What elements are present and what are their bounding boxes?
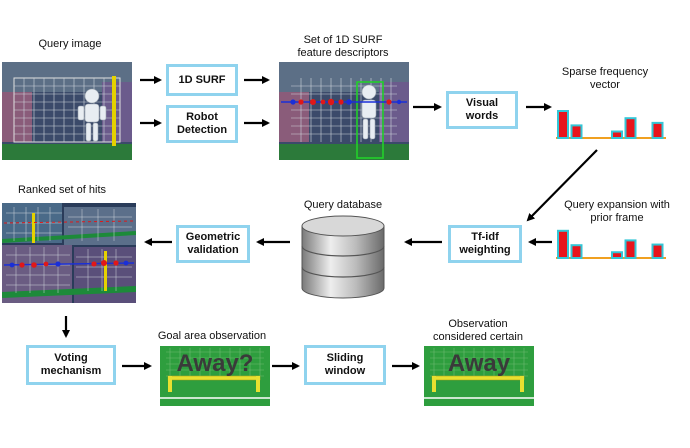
- histogram-bar: [651, 243, 664, 259]
- goal-area-observation-image: Away?: [160, 346, 270, 406]
- query-image-label: Query image: [38, 38, 102, 50]
- query-image-photo: [2, 62, 132, 160]
- histogram-bar: [624, 117, 637, 139]
- descriptors-label-line1: Set of 1D SURF: [303, 34, 383, 46]
- histogram-bar: [651, 121, 664, 139]
- visual-words-box: Visual words: [446, 91, 518, 129]
- robot-detection-box: Robot Detection: [166, 105, 238, 143]
- descriptors-label-line2: feature descriptors: [297, 47, 389, 59]
- certain-observation-image: Away: [424, 346, 534, 406]
- histogram-bar: [557, 110, 569, 139]
- geometric-validation-box: Geometric validation: [176, 225, 250, 263]
- certain-label-line1: Observation: [448, 318, 508, 330]
- goal-certain-text: Away: [447, 350, 511, 377]
- certain-label-line2: considered certain: [433, 331, 523, 343]
- sparse-vector-label-line1: Sparse frequency: [561, 66, 649, 78]
- ranked-hits-photo: [2, 203, 136, 303]
- tfidf-weighting-box: Tf-idf weighting: [448, 225, 522, 263]
- surf-1d-label: 1D SURF: [178, 73, 226, 86]
- histogram-bar: [611, 130, 623, 140]
- robot-detection-label-line1: Robot: [186, 111, 218, 123]
- query-expansion-label-line2: prior frame: [590, 212, 644, 224]
- tfidf-label-line2: weighting: [459, 244, 511, 256]
- geometric-label-line2: validation: [187, 244, 239, 256]
- prior-frame-histogram: [556, 229, 666, 260]
- voting-mechanism-box: Voting mechanism: [26, 345, 116, 385]
- visual-words-label-line1: Visual: [465, 97, 499, 109]
- geometric-label-line1: Geometric: [185, 231, 241, 243]
- query-expansion-label-line1: Query expansion with: [564, 199, 670, 211]
- sparse-vector-label-line2: vector: [590, 79, 620, 91]
- robot-detection-label-line2: Detection: [176, 124, 228, 136]
- tfidf-label-line1: Tf-idf: [471, 231, 499, 243]
- goal-area-label: Goal area observation: [157, 330, 267, 342]
- histogram-bar: [570, 244, 583, 260]
- query-database-label: Query database: [303, 199, 383, 211]
- voting-label-line2: mechanism: [40, 365, 102, 377]
- goal-uncertain-text: Away?: [176, 350, 254, 377]
- surf-1d-box: 1D SURF: [166, 64, 238, 96]
- histogram-bar: [624, 239, 637, 259]
- descriptor-image-photo: [279, 62, 409, 160]
- histogram-bar: [570, 124, 583, 139]
- voting-label-line1: Voting: [54, 352, 88, 364]
- database-cylinder-icon: [301, 215, 385, 299]
- sliding-label-line2: window: [324, 365, 366, 377]
- sliding-label-line1: Sliding: [326, 352, 364, 364]
- histogram-bar: [611, 251, 623, 259]
- histogram-bar: [557, 229, 569, 260]
- ranked-hits-label: Ranked set of hits: [17, 184, 107, 196]
- sliding-window-box: Sliding window: [304, 345, 386, 385]
- visual-words-label-line2: words: [465, 110, 499, 122]
- sparse-frequency-histogram: [556, 110, 666, 140]
- arrow-sparse-to-tfidf: [526, 149, 598, 222]
